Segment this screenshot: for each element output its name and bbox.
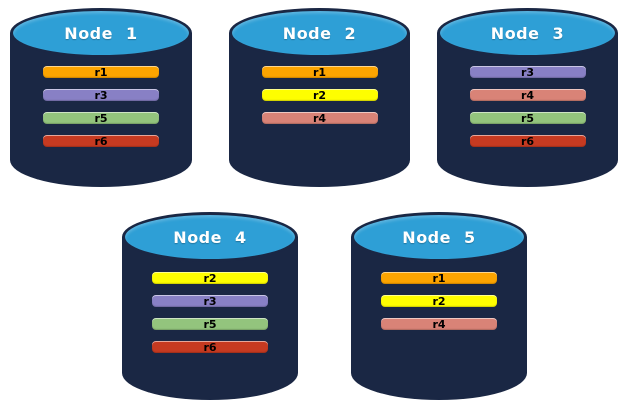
replica-bar-r6: r6 — [469, 135, 586, 147]
db-node-1: Node 1 r1 r3 r5 r6 — [10, 8, 192, 187]
replica-list: r1 r3 r5 r6 — [10, 66, 192, 147]
replica-bar-r1: r1 — [43, 66, 159, 78]
replica-bar-r3: r3 — [469, 66, 586, 78]
replica-bar-r5: r5 — [469, 112, 586, 124]
node-label: Node 4 — [173, 227, 247, 247]
replica-bar-r1: r1 — [381, 272, 497, 284]
node-label: Node 2 — [282, 23, 357, 43]
replica-bar-r1: r1 — [261, 66, 378, 78]
replica-bar-r4: r4 — [381, 318, 497, 330]
cylinder-top: Node 4 — [122, 212, 298, 262]
cylinder-body — [437, 33, 618, 187]
replica-list: r1 r2 r4 — [229, 66, 410, 124]
replica-list: r1 r2 r4 — [351, 272, 527, 330]
replica-bar-r5: r5 — [43, 112, 159, 124]
replica-bar-r3: r3 — [43, 89, 159, 101]
cylinder-top: Node 2 — [229, 8, 410, 58]
replica-bar-r4: r4 — [469, 89, 586, 101]
replica-bar-r2: r2 — [261, 89, 378, 101]
replica-list: r2 r3 r5 r6 — [122, 272, 298, 353]
cylinder-top: Node 3 — [437, 8, 618, 58]
replica-list: r3 r4 r5 r6 — [437, 66, 618, 147]
node-label: Node 1 — [64, 23, 138, 43]
replica-bar-r4: r4 — [261, 112, 378, 124]
cylinder-top: Node 5 — [351, 212, 527, 262]
db-node-5: Node 5 r1 r2 r4 — [351, 212, 527, 400]
db-node-3: Node 3 r3 r4 r5 r6 — [437, 8, 618, 187]
replica-bar-r3: r3 — [152, 295, 268, 307]
node-label: Node 3 — [490, 23, 565, 43]
replica-bar-r2: r2 — [381, 295, 497, 307]
replica-bar-r6: r6 — [43, 135, 159, 147]
replica-bar-r5: r5 — [152, 318, 268, 330]
db-node-2: Node 2 r1 r2 r4 — [229, 8, 410, 187]
cylinder-body — [229, 33, 410, 187]
replica-bar-r6: r6 — [152, 341, 268, 353]
node-label: Node 5 — [402, 227, 476, 247]
db-node-4: Node 4 r2 r3 r5 r6 — [122, 212, 298, 400]
replica-bar-r2: r2 — [152, 272, 268, 284]
cylinder-top: Node 1 — [10, 8, 192, 58]
cylinder-body — [10, 33, 192, 187]
